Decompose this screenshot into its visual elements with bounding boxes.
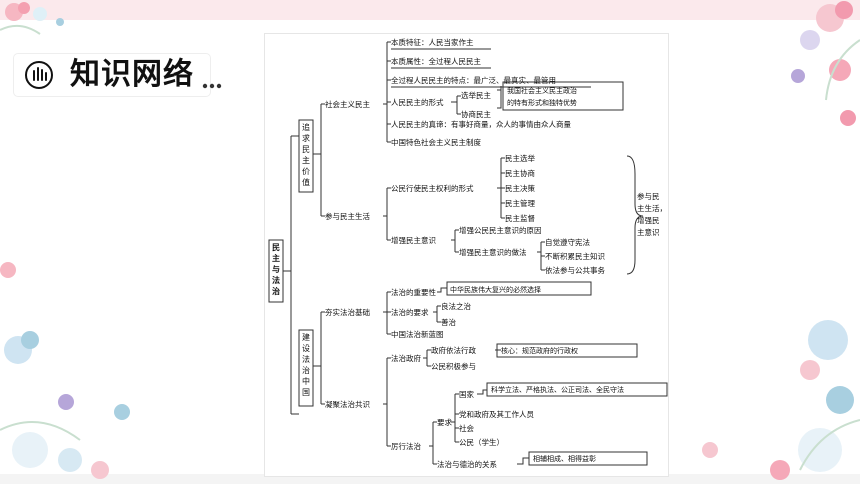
node-society: 社会 [459, 423, 474, 433]
node-democracy-essence: 人民民主的真谛：有事好商量，众人的事情由众人商量 [391, 119, 571, 129]
branch-democracy: 追求民主价值 [302, 122, 310, 187]
root-node: 民主与法治 [272, 243, 280, 296]
node-right-decision: 民主决策 [505, 183, 535, 193]
node-govern-by-law: 政府依法行政 [431, 345, 476, 355]
summary-line1: 参与民 [637, 191, 660, 201]
node-democracy-forms: 人民民主的形式 [391, 97, 444, 107]
node-enhance-awareness: 增强民主意识 [391, 235, 436, 245]
node-good-governance: 善治 [441, 317, 456, 327]
node-demands: 要求 [437, 417, 452, 427]
node-law-requirement: 法治的要求 [391, 307, 429, 317]
node-law-government: 法治政府 [391, 353, 421, 363]
node-right-supervision: 民主监督 [505, 213, 535, 223]
node-practice-law: 厉行法治 [391, 441, 421, 451]
node-consultative-democracy: 协商民主 [461, 109, 491, 119]
node-awareness-method: 增强民主意识的做法 [459, 247, 527, 257]
note-state-duties: 科学立法、严格执法、公正司法、全民守法 [491, 385, 624, 394]
mind-map-canvas: 民主与法治 追求民主价值 建设法治中国 社会主义民主 本质特征：人民当家作主 本… [268, 37, 668, 469]
node-build-consensus: 凝聚法治共识 [325, 399, 370, 409]
summary-line4: 主意识 [637, 227, 660, 237]
node-rights-forms: 公民行使民主权利的形式 [391, 183, 474, 193]
floral-decoration-right [702, 320, 860, 480]
note-core-admin-power: 核心：规范政府的行政权 [501, 346, 578, 355]
section-title: 知识网络 [70, 57, 194, 92]
summary-line2: 主生活， [637, 203, 667, 213]
node-socialist-democracy: 社会主义民主 [325, 99, 370, 109]
note-national-rejuvenation: 中华民族伟大复兴的必然选择 [450, 285, 541, 294]
top-banner [0, 0, 860, 20]
summary-line3: 增强民 [637, 215, 660, 225]
node-whole-process-traits: 全过程人民民主的特点：最广泛、最真实、最管用 [391, 75, 556, 85]
node-essence-attribute: 本质属性：全过程人民民主 [391, 56, 481, 66]
node-law-morality-relation: 法治与德治的关系 [437, 459, 497, 469]
node-citizen-student: 公民（学生） [459, 437, 504, 447]
node-right-consultation: 民主协商 [505, 168, 535, 178]
node-new-blueprint: 中国法治新蓝图 [391, 329, 444, 339]
node-good-law: 良法之治 [441, 301, 471, 311]
mind-map: 民主与法治 追求民主价值 建设法治中国 社会主义民主 本质特征：人民当家作主 本… [265, 34, 668, 476]
note-unique-form-line2: 的特有形式和独特优势 [507, 98, 577, 107]
branch-rule-of-law: 建设法治中国 [302, 332, 310, 397]
hand-icon [25, 61, 53, 89]
node-state: 国家 [459, 389, 474, 399]
node-participate-democracy: 参与民主生活 [325, 211, 370, 221]
node-democracy-system: 中国特色社会主义民主制度 [391, 137, 481, 147]
floral-decoration-top-right [791, 1, 860, 126]
node-participate-affairs: 依法参与公共事务 [545, 265, 605, 275]
floral-decoration-top-left [0, 2, 64, 35]
node-election-democracy: 选举民主 [461, 90, 491, 100]
node-citizen-participate: 公民积极参与 [431, 361, 476, 371]
node-party-government: 党和政府及其工作人员 [459, 409, 534, 419]
node-consolidate-foundation: 夯实法治基础 [325, 307, 370, 317]
bottom-banner [0, 474, 860, 484]
node-accumulate-knowledge: 不断积累民主知识 [545, 251, 605, 261]
node-right-management: 民主管理 [505, 198, 535, 208]
note-complement-each-other: 相辅相成、相得益彰 [533, 454, 596, 463]
node-essence-feature: 本质特征：人民当家作主 [391, 37, 474, 47]
node-obey-constitution: 自觉遵守宪法 [545, 237, 590, 247]
note-unique-form-line1: 我国社会主义民主政治 [507, 86, 577, 95]
node-awareness-reason: 增强公民民主意识的原因 [459, 225, 542, 235]
node-law-importance: 法治的重要性 [391, 287, 436, 297]
floral-decoration-left [0, 262, 130, 479]
node-right-election: 民主选举 [505, 153, 535, 163]
dots-decoration [202, 83, 222, 89]
section-title-box: 知识网络 [14, 54, 222, 96]
